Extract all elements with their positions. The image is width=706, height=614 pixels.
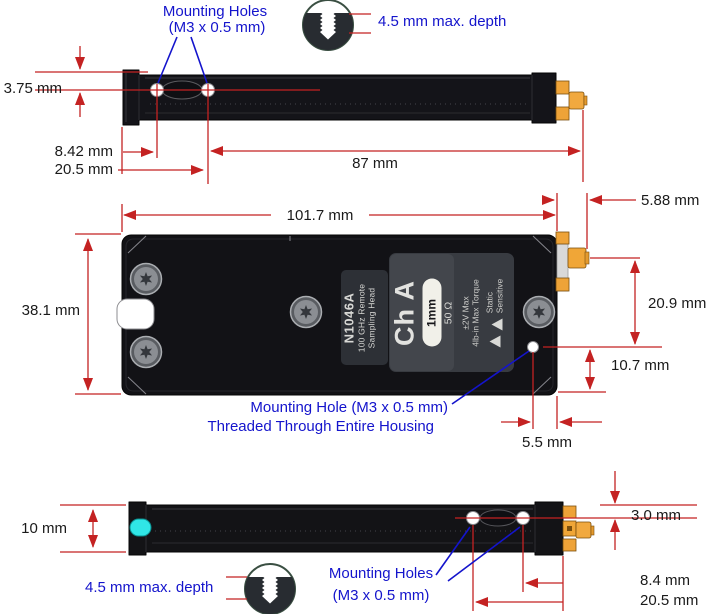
dim-87mm: 87 mm <box>352 155 398 172</box>
torx-screw-icon <box>129 335 163 369</box>
dim-3-75mm: 3.75 mm <box>3 80 62 97</box>
front-mounting-hole-note-line1: Mounting Hole (M3 x 0.5 mm) <box>250 399 448 416</box>
dim-5-5mm: 5.5 mm <box>521 434 572 451</box>
connector-1mm <box>555 80 588 121</box>
corner-chamfers <box>127 235 552 395</box>
connector-type-badge: 1mm <box>422 278 441 347</box>
top-mounting-holes-note-line2: (M3 x 0.5 mm) <box>168 19 266 36</box>
model-label: N1046A 100 GHz Remote Sampling Head <box>341 270 388 365</box>
dim-20-5mm-bottom: 20.5 mm <box>640 592 699 609</box>
through-mounting-hole <box>527 341 539 353</box>
channel-name: Ch A <box>389 279 419 346</box>
top-depth-note: 4.5 mm max. depth <box>378 13 507 30</box>
top-view <box>122 69 588 126</box>
front-mounting-hole-note-line2: Threaded Through Entire Housing <box>207 418 434 435</box>
dim-20-5mm-top: 20.5 mm <box>54 161 113 178</box>
model-label-plate <box>341 270 388 365</box>
rating-line1: ±2V Max <box>460 295 470 330</box>
bottom-mounting-holes-note-line1: Mounting Holes <box>328 565 434 582</box>
top-mounting-holes-note-line1: Mounting Holes <box>162 3 268 20</box>
torx-screw-icon <box>522 295 556 329</box>
bottom-depth-note: 4.5 mm max. depth <box>85 579 214 596</box>
dim-20-9mm: 20.9 mm <box>648 295 706 312</box>
dim-8-42mm: 8.42 mm <box>54 143 113 160</box>
dim-5-88mm: 5.88 mm <box>641 192 700 209</box>
side-notch <box>116 298 155 330</box>
thread-depth-icon-top <box>302 0 354 51</box>
dim-8-4mm: 8.4 mm <box>640 572 691 589</box>
model-number: N1046A <box>341 292 356 343</box>
esd-attention-icon <box>491 317 502 330</box>
esd-warning-icon <box>488 334 500 347</box>
torx-screws <box>129 262 556 369</box>
esd-line1: Static <box>484 291 494 313</box>
bottom-view <box>128 501 595 556</box>
rating-line2: 4lb-in Max Torque <box>470 278 480 347</box>
connector-1mm-bottom <box>562 505 595 552</box>
indicator-light <box>129 518 152 537</box>
model-desc-line1: 100 GHz Remote <box>356 283 366 352</box>
model-desc-line2: Sampling Head <box>366 287 376 348</box>
bottom-mounting-holes-note-line2: (M3 x 0.5 mm) <box>332 587 430 604</box>
connector-1mm-front <box>555 231 590 292</box>
torx-screw-icon <box>129 262 163 296</box>
dim-10mm: 10 mm <box>21 520 67 537</box>
dim-3-0mm: 3.0 mm <box>631 507 682 524</box>
dim-38-1mm: 38.1 mm <box>21 302 80 319</box>
channel-label: Ch A 1mm 50 Ω ±2V Max 4lb-in Max Torque … <box>389 253 514 372</box>
thread-depth-icon-bottom <box>244 563 296 614</box>
leader-lines <box>157 36 530 582</box>
dim-10-7mm: 10.7 mm <box>611 357 670 374</box>
dim-101-7mm: 101.7 mm <box>271 207 369 225</box>
torx-screw-icon <box>289 295 323 329</box>
dimension-lines <box>35 13 697 611</box>
impedance-value: 50 Ω <box>442 301 454 324</box>
esd-line2: Sensitive <box>494 278 504 313</box>
